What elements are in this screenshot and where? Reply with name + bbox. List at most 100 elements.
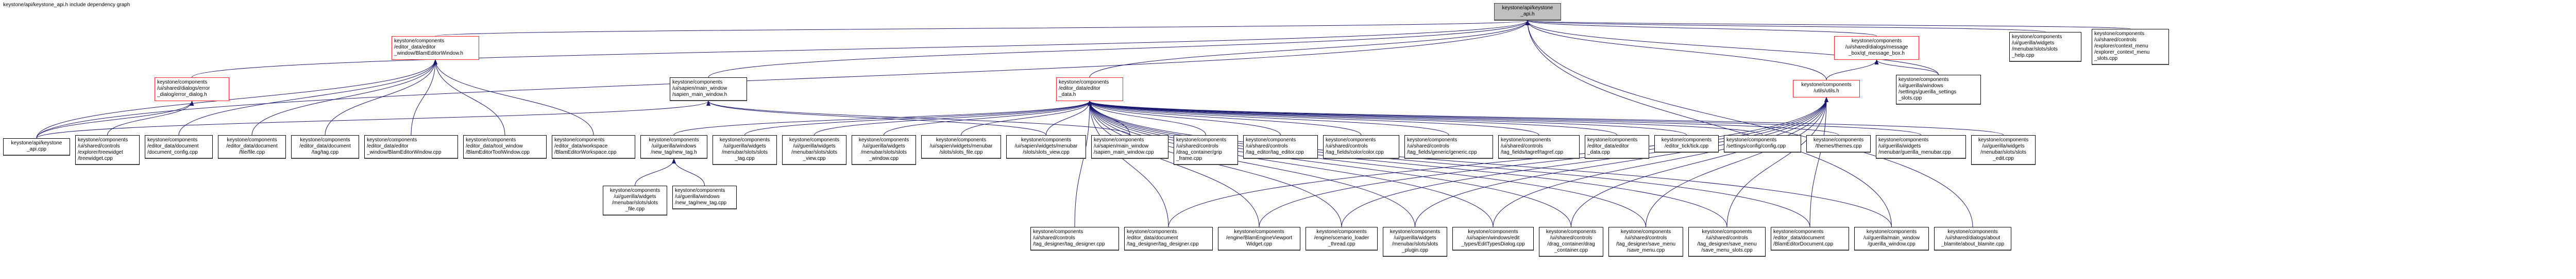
- edge-edit_types_dialog_cpp-to-utils_h: [1493, 97, 1828, 227]
- edge-keystone_api_cpp-to-root: [36, 20, 1530, 139]
- edge-slots_plugin_cpp-to-editor_data_h: [1088, 101, 1415, 227]
- edge-slots_view_guerilla_cpp-to-editor_data_h: [814, 101, 1092, 136]
- edge-blam_editor_workspace_cpp-to-blam_editor_window_h: [433, 59, 594, 136]
- node-slots-view-guerilla-cpp[interactable]: keystone/components /ui/guerilla/widgets…: [782, 135, 846, 165]
- node-new-tag-h[interactable]: keystone/components /ui/guerilla/windows…: [640, 135, 707, 159]
- node-blam-engine-viewport-cpp[interactable]: keystone/components /engine/BlamEngineVi…: [1218, 227, 1300, 251]
- edge-blam_editor_document_cpp-to-editor_data_h: [1088, 101, 1810, 227]
- node-blam-editor-workspace-cpp[interactable]: keystone/components /editor_data/workspa…: [552, 135, 635, 159]
- edge-config_cpp-to-editor_data_h: [1088, 101, 1763, 136]
- edge-edit_types_dialog_cpp-to-editor_data_h: [1088, 101, 1494, 227]
- edge-slots_help_cpp-to-root: [1526, 20, 2046, 32]
- node-guerilla-settings-slots-cpp[interactable]: keystone/components /ui/guerilla/windows…: [1896, 75, 1981, 105]
- node-editor-data-h[interactable]: keystone/components /editor_data/editor …: [1056, 77, 1123, 101]
- node-error-dialog-h[interactable]: keystone/components /ui/shared/dialogs/e…: [155, 77, 229, 101]
- edge-slots_plugin_cpp-to-utils_h: [1415, 97, 1828, 227]
- edge-utils_h-to-qt_message_box_h: [1826, 59, 1879, 80]
- edge-guerilla_window_cpp-to-editor_data_h: [1088, 101, 1892, 227]
- edge-sapien_slots_view_cpp-to-editor_data_h: [1046, 101, 1092, 136]
- node-editor-data-cpp[interactable]: keystone/components /editor_data/editor …: [1585, 135, 1649, 159]
- edge-slots_file_guerilla_cpp-to-new_tag_h: [635, 158, 676, 186]
- edge-guerilla_settings_slots_cpp-to-root: [1526, 20, 1939, 75]
- edge-drag_container_cpp-to-utils_h: [1571, 97, 1828, 227]
- node-about-blamite-cpp[interactable]: keystone/components /ui/shared/dialogs/a…: [1934, 227, 2011, 251]
- edge-file_cpp-to-blam_editor_window_h: [251, 59, 437, 136]
- edge-blam_editor_window_h-to-root: [435, 20, 1529, 37]
- node-tagref-cpp[interactable]: keystone/components /ui/shared/controls …: [1498, 135, 1580, 159]
- node-slots-help-cpp[interactable]: keystone/components /ui/guerilla/widgets…: [2009, 32, 2081, 62]
- edge-drag_container_cpp-to-editor_data_h: [1088, 101, 1571, 227]
- node-sapien-main-window-h[interactable]: keystone/components /ui/sapien/main_wind…: [670, 77, 747, 101]
- node-tick-cpp[interactable]: keystone/components /editor_tick/tick.cp…: [1654, 135, 1719, 153]
- node-blam-editor-window-h[interactable]: keystone/components /editor_data/editor …: [392, 36, 479, 60]
- node-themes-cpp[interactable]: keystone/components /themes/themes.cpp: [1806, 135, 1871, 153]
- edge-keystone_api_cpp-to-blam_editor_window_h: [36, 59, 437, 139]
- node-guerilla-menubar-cpp[interactable]: keystone/components /ui/guerilla/widgets…: [1876, 135, 1966, 159]
- edge-treewidget_cpp-to-error_dialog_h: [107, 101, 194, 136]
- node-guerilla-window-cpp[interactable]: keystone/components /ui/guerilla/main_wi…: [1854, 227, 1929, 251]
- node-save-menu-cpp[interactable]: keystone/components /ui/shared/controls …: [1608, 227, 1683, 257]
- node-file-cpp[interactable]: keystone/components /editor_data/documen…: [218, 135, 286, 159]
- node-sapien-slots-view-cpp[interactable]: keystone/components /ui/sapien/widgets/m…: [1006, 135, 1086, 159]
- node-drag-container-cpp[interactable]: keystone/components /ui/shared/controls …: [1539, 227, 1603, 257]
- node-treewidget-cpp[interactable]: keystone/components /ui/shared/controls …: [75, 135, 140, 165]
- root-node-keystone-api-h[interactable]: keystone/api/keystone _api.h: [1494, 3, 1561, 21]
- node-blam-editor-window-cpp[interactable]: keystone/components /editor_data/editor …: [364, 135, 458, 159]
- node-tag-cpp[interactable]: keystone/components /editor_data/documen…: [291, 135, 359, 159]
- edge-tag_designer_document_cpp-to-editor_data_h: [1088, 101, 1169, 227]
- edge-guerilla_window_cpp-to-root: [1526, 20, 1892, 227]
- node-color-cpp[interactable]: keystone/components /ui/shared/controls …: [1323, 135, 1399, 159]
- edge-slots_window_cpp-to-editor_data_h: [884, 101, 1092, 136]
- edge-tag_cpp-to-blam_editor_window_h: [325, 59, 437, 136]
- node-utils-h[interactable]: keystone/components /utils/utils.h: [1793, 80, 1860, 97]
- edge-new_tag_h-to-editor_data_h: [673, 101, 1092, 136]
- node-keystone-api-cpp[interactable]: keystone/api/keystone _api.cpp: [3, 138, 70, 156]
- edge-explorer_context_menu_slots_cpp-to-root: [1526, 20, 2131, 29]
- edge-editor_data_h-to-root: [1089, 20, 1530, 78]
- node-slots-tag-cpp[interactable]: keystone/components /ui/guerilla/widgets…: [713, 135, 777, 165]
- node-edit-types-dialog-cpp[interactable]: keystone/components /ui/sapien/windows/e…: [1452, 227, 1534, 251]
- edge-guerilla_menubar_cpp-to-editor_data_h: [1088, 101, 1921, 136]
- edge-tick_cpp-to-editor_data_h: [1088, 101, 1687, 136]
- node-grip-frame-cpp[interactable]: keystone/components /ui/shared/controls …: [1174, 135, 1238, 165]
- node-tag-editor-cpp[interactable]: keystone/components /ui/shared/controls …: [1243, 135, 1318, 159]
- edge-slots_edit_cpp-to-editor_data_h: [1088, 101, 2004, 136]
- edge-tagref_cpp-to-editor_data_h: [1088, 101, 1539, 136]
- node-qt-message-box-h[interactable]: keystone/components /ui/shared/dialogs/m…: [1834, 36, 1919, 60]
- edge-sapien_main_window_h-to-root: [708, 20, 1530, 78]
- node-tag-designer-controls-cpp[interactable]: keystone/components /ui/shared/controls …: [1030, 227, 1119, 251]
- dependency-edges: [36, 20, 2131, 227]
- node-document-config-cpp[interactable]: keystone/components /editor_data/documen…: [145, 135, 213, 159]
- edge-color_cpp-to-editor_data_h: [1088, 101, 1362, 136]
- node-slots-window-cpp[interactable]: keystone/components /ui/guerilla/widgets…: [852, 135, 916, 165]
- edge-blam_editor_window_cpp-to-blam_editor_window_h: [411, 59, 437, 136]
- node-blam-editor-document-cpp[interactable]: keystone/components /editor_data/documen…: [1771, 227, 1849, 251]
- node-explorer-context-menu-slots-cpp[interactable]: keystone/components /ui/shared/controls …: [2092, 29, 2169, 65]
- edge-generic_cpp-to-editor_data_h: [1088, 101, 1449, 136]
- node-config-cpp[interactable]: keystone/components /settings/config/con…: [1724, 135, 1801, 153]
- node-slots-plugin-cpp[interactable]: keystone/components /ui/guerilla/widgets…: [1383, 227, 1447, 257]
- node-blam-editor-tool-window-cpp[interactable]: keystone/components /editor_data/tool_wi…: [463, 135, 547, 159]
- edge-blam_engine_viewport_cpp-to-utils_h: [1259, 97, 1828, 227]
- node-scenario-loader-thread-cpp[interactable]: keystone/components /engine/scenario_loa…: [1306, 227, 1378, 251]
- edge-blam_editor_tool_window_cpp-to-blam_editor_window_h: [433, 59, 505, 136]
- edge-guerilla_settings_slots_cpp-to-qt_message_box_h: [1874, 59, 1939, 75]
- node-sapien-main-window-cpp[interactable]: keystone/components /ui/sapien/main_wind…: [1091, 135, 1168, 159]
- edge-qt_message_box_h-to-root: [1526, 20, 1877, 37]
- node-tag-designer-document-cpp[interactable]: keystone/components /editor_data/documen…: [1124, 227, 1213, 251]
- node-generic-cpp[interactable]: keystone/components /ui/shared/controls …: [1404, 135, 1493, 159]
- edge-tag_designer_controls_cpp-to-editor_data_h: [1074, 101, 1092, 227]
- edge-save_menu_cpp-to-editor_data_h: [1088, 101, 1646, 227]
- node-new-tag-cpp[interactable]: keystone/components /ui/guerilla/windows…: [672, 186, 737, 209]
- node-slots-file-guerilla-cpp[interactable]: keystone/components /ui/guerilla/widgets…: [603, 186, 667, 216]
- edge-sapien_slots_file_cpp-to-editor_data_h: [961, 101, 1092, 136]
- edge-tag_designer_document_cpp-to-utils_h: [1168, 97, 1828, 227]
- edge-document_config_cpp-to-blam_editor_window_h: [178, 59, 437, 136]
- graph-title: keystone/api/keystone_api.h include depe…: [3, 2, 130, 8]
- edge-tag_editor_cpp-to-editor_data_h: [1088, 101, 1281, 136]
- edge-themes_cpp-to-editor_data_h: [1088, 101, 1839, 136]
- node-sapien-slots-file-cpp[interactable]: keystone/components /ui/sapien/widgets/m…: [921, 135, 1001, 159]
- node-save-menu-slots-cpp[interactable]: keystone/components /ui/shared/controls …: [1688, 227, 1766, 257]
- edge-error_dialog_h-to-root: [192, 20, 1530, 78]
- node-slots-edit-cpp[interactable]: keystone/components /ui/guerilla/widgets…: [1971, 135, 2036, 165]
